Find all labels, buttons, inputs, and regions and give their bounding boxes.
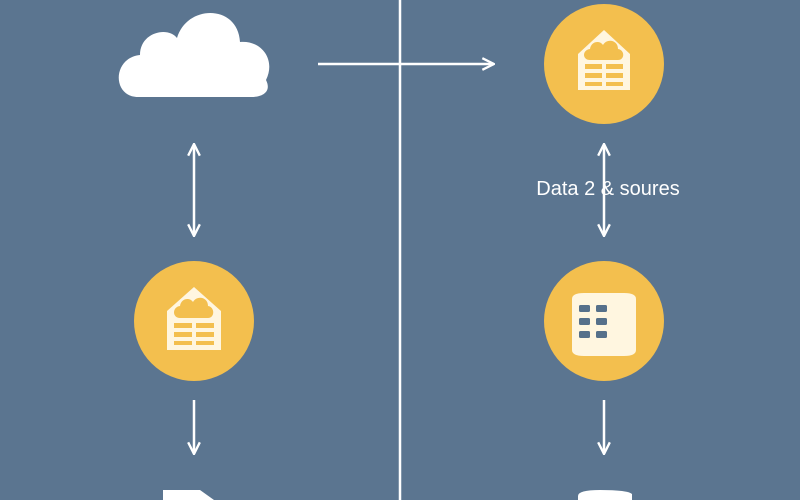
cloud-storage-icon <box>578 30 630 90</box>
cloud-icon <box>118 12 270 97</box>
document-shape-partial <box>163 490 214 500</box>
cloud-storage-icon <box>167 287 221 350</box>
database-node-right <box>544 261 664 381</box>
cloud-storage-node-top <box>544 4 664 124</box>
database-icon <box>572 293 636 356</box>
right-connector-label: Data 2 & soures <box>536 178 679 200</box>
database-shape-partial <box>578 490 632 500</box>
cloud-storage-node-left <box>134 261 254 381</box>
